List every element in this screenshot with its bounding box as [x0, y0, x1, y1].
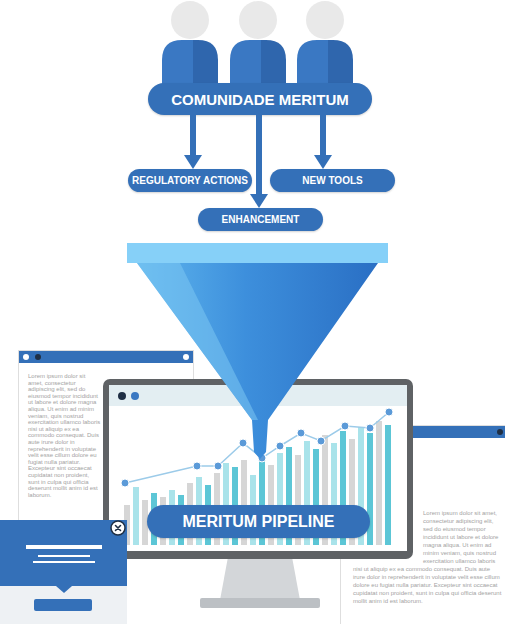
output-band: MERITUM PIPELINE — [147, 505, 370, 538]
window-dot — [183, 354, 189, 360]
person-body — [230, 40, 286, 88]
flow-arrow — [184, 115, 202, 169]
flow-arrow — [314, 115, 332, 169]
node-label: NEW TOOLS — [302, 175, 362, 186]
popup-tail — [56, 586, 72, 593]
node-label: REGULATORY ACTIONS — [132, 175, 248, 186]
close-cross — [116, 526, 121, 531]
arrow-stem — [256, 115, 262, 196]
popup-tail — [56, 585, 72, 593]
arrow-stem — [320, 115, 326, 157]
window-dot — [35, 354, 41, 360]
popup-footer — [0, 586, 127, 624]
popup-panel — [0, 520, 127, 586]
window-dot — [118, 392, 126, 400]
person-icons — [162, 1, 353, 88]
node-label: MERITUM PIPELINE — [182, 513, 334, 531]
process-pill: ENHANCEMENT — [198, 208, 323, 231]
flow-arrow — [250, 115, 268, 208]
person-head — [239, 1, 277, 39]
body-text: Lorem ipsum dolor sit amet, consectetur … — [28, 373, 102, 498]
node-label: COMUNIDADE MERITUM — [171, 91, 349, 108]
funnel-rim — [127, 243, 388, 263]
person-head — [306, 1, 344, 39]
node-label: ENHANCEMENT — [222, 214, 300, 225]
person-body — [162, 40, 218, 88]
group-band: COMUNIDADE MERITUM — [148, 83, 372, 115]
funnel-cone — [137, 263, 378, 459]
text-line — [38, 555, 90, 557]
arrow-head — [314, 155, 332, 169]
card-header — [19, 351, 193, 363]
monitor-base — [200, 598, 320, 608]
monitor-stand — [220, 557, 300, 600]
popup-button — [34, 599, 92, 611]
close-button — [111, 521, 125, 535]
text-line — [33, 561, 95, 563]
window-dot — [23, 354, 29, 360]
card-body: Lorem ipsum dolor sit amet, consectetur … — [28, 373, 102, 498]
window-dot — [497, 429, 503, 435]
window-dot — [131, 392, 139, 400]
funnel — [127, 243, 388, 459]
arrow-stem — [190, 115, 196, 157]
process-pill: REGULATORY ACTIONS — [128, 169, 252, 192]
arrow-head — [250, 194, 268, 208]
funnel-highlight — [137, 263, 258, 420]
person-head — [171, 1, 209, 39]
arrow-head — [184, 155, 202, 169]
person-body — [297, 40, 353, 88]
process-pill: NEW TOOLS — [270, 169, 395, 192]
text-line — [26, 545, 102, 549]
